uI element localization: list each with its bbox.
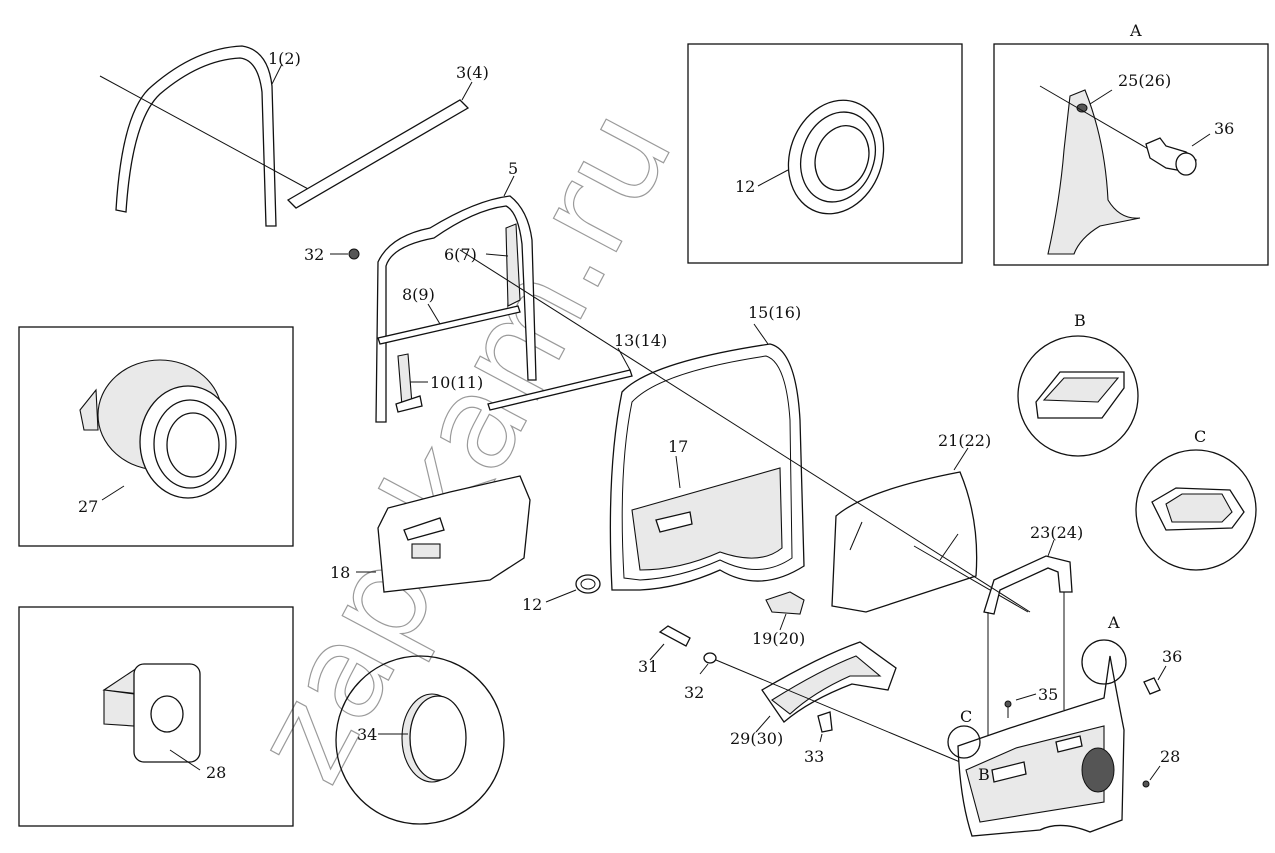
callout-13-14: 13(14)	[614, 331, 667, 350]
speaker-detail-part	[757, 99, 885, 215]
detail-a-box-label: A	[1129, 21, 1142, 40]
leader-line-diagonal	[459, 249, 1031, 613]
screw-31-part	[649, 625, 691, 661]
door-seal-15-part	[609, 323, 805, 591]
callout-23-24: 23(24)	[1030, 523, 1083, 542]
bezel-c-part	[1151, 487, 1245, 531]
callout-36-detail: 36	[1214, 119, 1234, 138]
callout-15-16: 15(16)	[748, 303, 801, 322]
bracket-19-part	[765, 591, 805, 631]
detail-box-a	[993, 43, 1269, 266]
clip-28-panel-part	[1142, 765, 1161, 788]
callout-25-26: 25(26)	[1118, 71, 1171, 90]
callout-6-7: 6(7)	[444, 245, 477, 264]
callout-34: 34	[357, 725, 377, 744]
callout-5: 5	[508, 159, 518, 178]
speaker-cover-27-part	[79, 359, 237, 501]
detail-circle-34	[335, 655, 505, 825]
detail-circle-b	[1017, 335, 1139, 457]
detail-circle-a-panel	[1081, 639, 1127, 685]
clip-detail-part	[1039, 85, 1211, 255]
detail-circle-c-panel	[947, 725, 981, 759]
callout-28-detail: 28	[206, 763, 226, 782]
detail-box-28	[18, 606, 294, 827]
nut-32-top-part	[330, 248, 360, 260]
callout-12-cap: 12	[522, 595, 542, 614]
callout-8-9: 8(9)	[402, 285, 435, 304]
clip-36-panel-part	[1143, 665, 1167, 695]
callout-32-top: 32	[304, 245, 324, 264]
callout-21-22: 21(22)	[938, 431, 991, 450]
handle-pocket-b-part	[1035, 371, 1125, 419]
callout-27: 27	[78, 497, 98, 516]
callout-33: 33	[804, 747, 824, 766]
callout-3-4: 3(4)	[456, 63, 489, 82]
belt-molding-8-part	[377, 303, 521, 345]
inner-panel-18-part	[356, 475, 531, 593]
callout-28-panel: 28	[1160, 747, 1180, 766]
detail-circle-c	[1135, 449, 1257, 571]
screw-35-part	[1004, 693, 1037, 718]
callout-12-detail: 12	[735, 177, 755, 196]
callout-10-11: 10(11)	[430, 373, 483, 392]
detail-a-panel-label: A	[1107, 613, 1120, 632]
callout-31: 31	[638, 657, 658, 676]
frame-seal-5-part	[375, 175, 537, 423]
grab-handle-23-part	[983, 539, 1073, 740]
callout-32-bottom: 32	[684, 683, 704, 702]
door-trim-panel-part	[957, 655, 1125, 837]
door-glass-21-part	[831, 447, 1029, 613]
clip-28-part	[102, 663, 201, 771]
armrest-29-part	[755, 641, 897, 733]
washer-32-part	[699, 652, 961, 763]
callout-36-panel: 36	[1162, 647, 1182, 666]
channel-10-part	[395, 353, 428, 413]
callout-35: 35	[1038, 685, 1058, 704]
detail-b-circle-label: B	[1074, 311, 1086, 330]
callout-18: 18	[330, 563, 350, 582]
callout-29-30: 29(30)	[730, 729, 783, 748]
detail-b-panel-label: B	[978, 765, 990, 784]
detail-c-panel-label: C	[960, 707, 972, 726]
cover-34-part	[378, 693, 467, 783]
detail-c-circle-label: C	[1194, 427, 1206, 446]
detail-box-27	[18, 326, 294, 547]
callout-1-2: 1(2)	[268, 49, 301, 68]
detail-box-speaker	[687, 43, 963, 264]
callout-19-20: 19(20)	[752, 629, 805, 648]
cap-12-part	[545, 574, 601, 603]
callout-17: 17	[668, 437, 688, 456]
glass-run-1-part	[99, 45, 311, 227]
fastener-33-part	[817, 711, 833, 743]
weatherstrip-3-part	[286, 81, 473, 209]
